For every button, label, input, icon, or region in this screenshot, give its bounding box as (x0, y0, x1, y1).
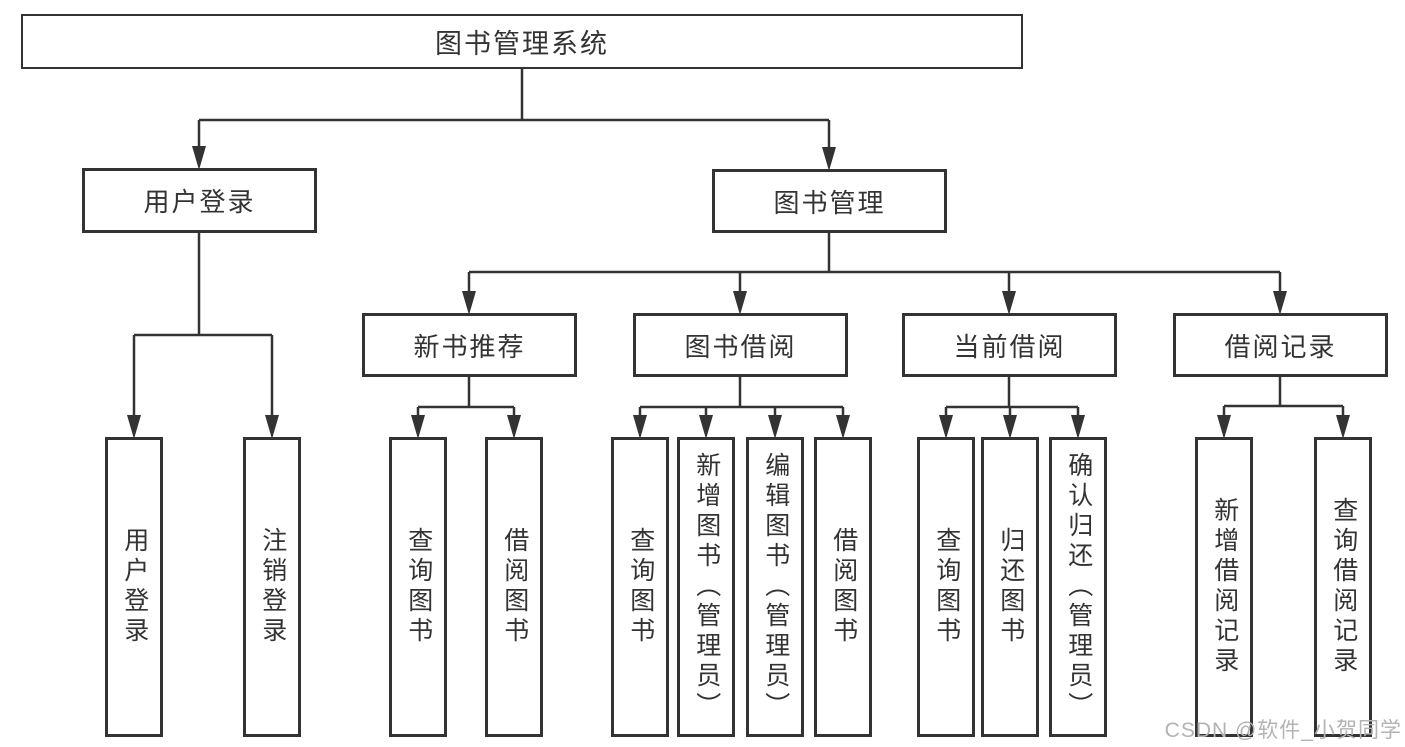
leaf-label: 借阅图书 (829, 527, 858, 647)
arrowhead-icon (1336, 415, 1350, 439)
leaf-label: 查询图书 (932, 527, 961, 647)
arrowhead-icon (1273, 291, 1287, 315)
arrowhead-icon (127, 415, 141, 439)
arrowhead-icon (699, 415, 713, 439)
leaf-label: 借阅图书 (500, 527, 529, 647)
arrowhead-icon (507, 415, 521, 439)
arrowhead-icon (1217, 415, 1231, 439)
leaf-logout: 注销登录 (243, 437, 301, 737)
leaf-confirm-return-admin: 确认归还（管理员） (1049, 437, 1107, 737)
leaf-edit-books-admin: 编辑图书（管理员） (746, 437, 804, 737)
arrowhead-icon (822, 147, 836, 171)
connector-book-management-to-level3 (462, 233, 1287, 315)
node-borrowing-records: 借阅记录 (1173, 313, 1388, 377)
arrowhead-icon (939, 415, 953, 439)
node-library-management-system: 图书管理系统 (21, 14, 1023, 69)
leaf-query-books: 查询图书 (389, 437, 447, 737)
arrowhead-icon (265, 415, 279, 439)
arrowhead-icon (192, 146, 206, 170)
connector-root-to-level2 (192, 69, 836, 171)
leaf-query-books: 查询图书 (917, 437, 975, 737)
node-new-book-recommendation: 新书推荐 (362, 313, 577, 377)
arrowhead-icon (1002, 291, 1016, 315)
leaf-query-borrow-record: 查询借阅记录 (1314, 437, 1372, 737)
arrowhead-icon (1071, 415, 1085, 439)
node-user-login: 用户登录 (82, 168, 317, 233)
node-book-management: 图书管理 (712, 169, 947, 233)
leaf-label: 编辑图书（管理员） (761, 452, 790, 722)
connector-user-login-to-leaves (127, 233, 279, 439)
leaf-label: 新增图书（管理员） (692, 452, 721, 722)
leaf-label: 查询借阅记录 (1329, 497, 1358, 677)
leaf-return-books: 归还图书 (981, 437, 1039, 737)
leaf-add-borrow-record: 新增借阅记录 (1195, 437, 1253, 737)
arrowhead-icon (462, 291, 476, 315)
connector-new-books-to-leaves (411, 377, 521, 439)
arrowhead-icon (411, 415, 425, 439)
leaf-label: 注销登录 (258, 527, 287, 647)
connector-borrowing-records-to-leaves (1217, 377, 1350, 439)
csdn-watermark: CSDN @软件_小贺同学 (1164, 719, 1402, 742)
arrowhead-icon (836, 415, 850, 439)
leaf-borrow-books: 借阅图书 (485, 437, 543, 737)
leaf-query-books: 查询图书 (611, 437, 669, 737)
leaf-borrow-books: 借阅图书 (814, 437, 872, 737)
leaf-label: 确认归还（管理员） (1064, 452, 1093, 722)
leaf-label: 归还图书 (996, 527, 1025, 647)
arrowhead-icon (733, 291, 747, 315)
leaf-label: 新增借阅记录 (1210, 497, 1239, 677)
leaf-label: 查询图书 (626, 527, 655, 647)
arrowhead-icon (768, 415, 782, 439)
leaf-label: 用户登录 (120, 527, 149, 647)
connector-book-borrowing-to-leaves (633, 377, 850, 439)
node-current-borrowing: 当前借阅 (902, 313, 1117, 377)
leaf-label: 查询图书 (404, 527, 433, 647)
arrowhead-icon (633, 415, 647, 439)
connector-current-borrowing-to-leaves (939, 377, 1085, 439)
leaf-add-books-admin: 新增图书（管理员） (677, 437, 735, 737)
leaf-user-login: 用户登录 (105, 437, 163, 737)
node-book-borrowing: 图书借阅 (633, 313, 848, 377)
arrowhead-icon (1003, 415, 1017, 439)
